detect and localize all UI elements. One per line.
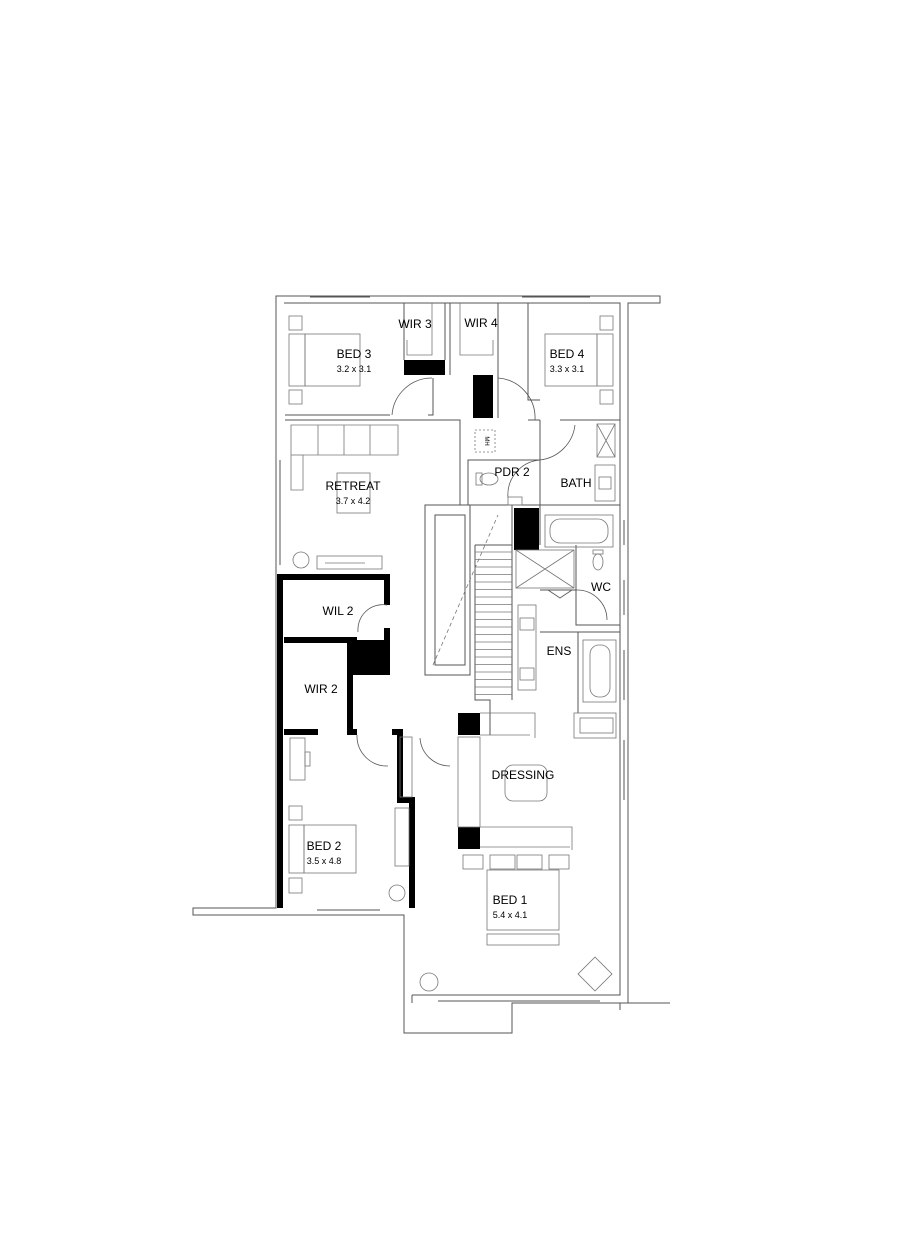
room-label-wir4: WIR 4 xyxy=(464,316,498,330)
room-size-bed2: 3.5 x 4.8 xyxy=(307,856,342,866)
room-label-ens: ENS xyxy=(547,644,572,658)
room-label-retreat: RETREAT xyxy=(325,479,381,493)
room-label-bed2: BED 2 xyxy=(307,839,342,853)
room-label-pdr2: PDR 2 xyxy=(494,465,530,479)
solid-blocks xyxy=(347,360,539,849)
outer-walls xyxy=(192,295,670,1034)
thick-walls xyxy=(277,574,415,908)
room-label-bath: BATH xyxy=(560,476,591,490)
room-size-bed1: 5.4 x 4.1 xyxy=(493,910,528,920)
room-label-wc: WC xyxy=(591,580,611,594)
staircase xyxy=(432,514,512,735)
internal-walls xyxy=(285,303,620,713)
room-label-dressing: DRESSING xyxy=(492,768,555,782)
manhole-label: MH xyxy=(483,436,489,445)
room-size-bed4: 3.3 x 3.1 xyxy=(550,364,585,374)
room-labels: BED 3 3.2 x 3.1 WIR 3 WIR 4 BED 4 3.3 x … xyxy=(304,316,611,920)
room-size-bed3: 3.2 x 3.1 xyxy=(337,364,372,374)
room-size-retreat: 3.7 x 4.2 xyxy=(336,496,371,506)
room-label-bed3: BED 3 xyxy=(337,347,372,361)
doors xyxy=(356,377,608,767)
room-label-wil2: WIL 2 xyxy=(323,604,354,618)
room-label-bed4: BED 4 xyxy=(550,347,585,361)
furniture xyxy=(288,303,617,992)
room-label-wir3: WIR 3 xyxy=(398,317,432,331)
room-label-bed1: BED 1 xyxy=(493,893,528,907)
room-label-wir2: WIR 2 xyxy=(304,682,338,696)
